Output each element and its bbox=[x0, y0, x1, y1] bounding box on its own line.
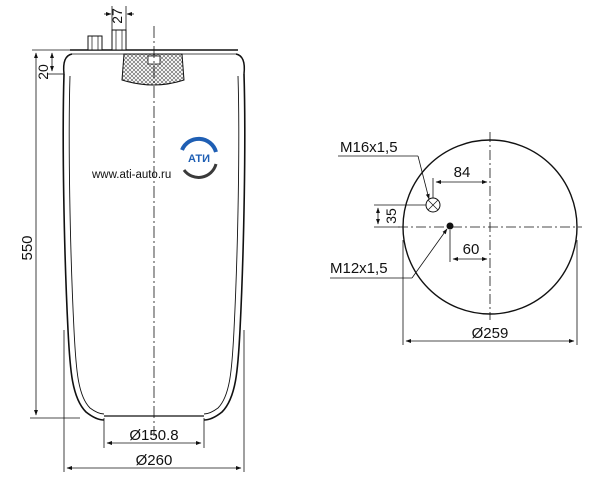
label-thread-m12: M12x1,5 bbox=[330, 260, 388, 277]
dim-offset-84: 84 bbox=[454, 164, 471, 181]
ati-logo: АТИ bbox=[180, 136, 218, 179]
side-view-dimensions bbox=[30, 6, 245, 472]
stud-fitting bbox=[87, 35, 103, 51]
dim-base-diameter: Ø150.8 bbox=[129, 427, 178, 444]
dim-outer-diameter: Ø260 bbox=[136, 452, 173, 469]
logo-text: АТИ bbox=[188, 153, 210, 165]
hole-m12 bbox=[446, 222, 454, 230]
dim-offset-60: 60 bbox=[463, 241, 480, 258]
watermark-url: www.ati-auto.ru bbox=[91, 169, 171, 181]
bellow-outline bbox=[62, 73, 105, 421]
dim-height-550: 550 bbox=[19, 235, 36, 260]
dim-top-diameter: Ø259 bbox=[472, 325, 509, 342]
logo-ring-blue bbox=[180, 136, 218, 153]
dim-stud-27: 27 bbox=[109, 8, 125, 24]
label-thread-m16: M16x1,5 bbox=[340, 139, 398, 156]
side-view bbox=[62, 26, 246, 436]
dim-offset-35: 35 bbox=[383, 208, 399, 224]
top-view bbox=[398, 132, 582, 320]
bellow-shoulder bbox=[62, 53, 73, 75]
top-view-dimensions bbox=[330, 155, 578, 345]
dim-top-20: 20 bbox=[35, 64, 51, 80]
logo-ring-dark bbox=[182, 163, 218, 179]
hatched-nut bbox=[121, 53, 185, 86]
